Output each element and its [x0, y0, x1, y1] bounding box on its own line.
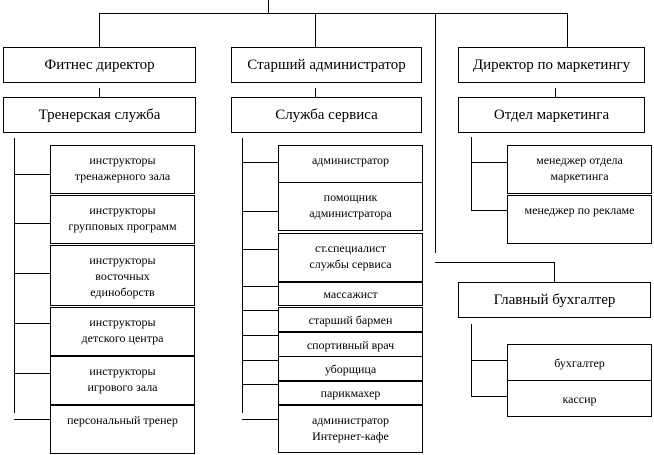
connector-line: [268, 0, 269, 14]
staff-box: инструкторы восточных единоборств: [50, 245, 195, 306]
trainer-service-box: Тренерская служба: [3, 97, 196, 133]
connector-line: [242, 419, 278, 420]
chief-accountant-box: Главный бухгалтер: [458, 282, 651, 318]
staff-box: бухгалтер: [507, 344, 652, 381]
senior-admin-box: Старший администратор: [231, 47, 422, 83]
staff-box: инструкторы тренажерного зала: [50, 145, 195, 194]
connector-line: [14, 373, 50, 374]
staff-box: менеджер отдела маркетинга: [507, 145, 652, 194]
fitness-director-box: Фитнес директор: [3, 47, 196, 83]
connector-line: [14, 174, 50, 175]
staff-box: администратор Интернет-кафе: [278, 405, 423, 453]
staff-box: администратор: [278, 145, 423, 183]
staff-box: спортивный врач: [278, 332, 423, 357]
connector-line: [315, 88, 316, 97]
service-dept-box: Служба сервиса: [231, 97, 422, 133]
staff-box: инструкторы детского центра: [50, 307, 195, 356]
staff-box: массажист: [278, 282, 423, 306]
connector-line: [242, 384, 278, 385]
connector-line: [315, 13, 316, 47]
connector-line: [471, 396, 507, 397]
connector-line: [471, 162, 507, 163]
connector-line: [242, 211, 278, 212]
connector-line: [242, 360, 278, 361]
staff-box: помощник администратора: [278, 182, 423, 231]
connector-line: [14, 419, 50, 420]
connector-line: [14, 323, 50, 324]
marketing-dept-box: Отдел маркетинга: [458, 97, 645, 133]
staff-box: парикмахер: [278, 381, 423, 405]
connector-line: [14, 223, 50, 224]
staff-box: старший бармен: [278, 307, 423, 332]
connector-line: [242, 138, 243, 413]
connector-line: [99, 13, 100, 47]
marketing-director-box: Директор по маркетингу: [458, 47, 645, 83]
staff-box: кассир: [507, 380, 652, 417]
connector-line: [242, 249, 278, 250]
connector-line: [435, 13, 436, 253]
staff-box: инструкторы групповых программ: [50, 195, 195, 244]
connector-line: [99, 88, 100, 97]
staff-box: уборщица: [278, 356, 423, 381]
connector-line: [14, 138, 15, 413]
connector-line: [555, 88, 556, 97]
staff-box: ст.специалист службы сервиса: [278, 233, 423, 282]
connector-line: [471, 210, 507, 211]
connector-line: [554, 262, 555, 282]
staff-box: инструкторы игрового зала: [50, 356, 195, 405]
connector-line: [435, 262, 554, 263]
connector-line: [242, 286, 278, 287]
connector-line: [567, 13, 568, 47]
connector-line: [471, 137, 472, 210]
connector-line: [99, 13, 568, 14]
connector-line: [471, 360, 507, 361]
connector-line: [242, 335, 278, 336]
staff-box: персональный тренер: [50, 405, 195, 454]
connector-line: [14, 273, 50, 274]
connector-line: [242, 310, 278, 311]
staff-box: менеджер по рекламе: [507, 195, 652, 244]
connector-line: [242, 162, 278, 163]
